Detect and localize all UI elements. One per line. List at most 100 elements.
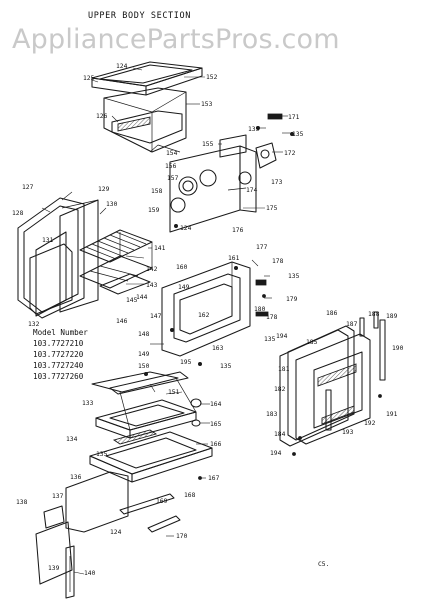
model-number: 103.7727260 xyxy=(33,372,84,381)
watermark: AppliancePartsPros.com xyxy=(12,24,340,55)
part-callout-193: 193 xyxy=(342,429,354,436)
part-callout-135: 135 xyxy=(292,131,304,138)
part-callout-185: 185 xyxy=(306,339,318,346)
part-callout-149: 149 xyxy=(138,351,150,358)
part-callout-195: 195 xyxy=(180,359,192,366)
top-vent-assembly xyxy=(91,61,203,153)
part-callout-152: 152 xyxy=(206,74,218,81)
part-callout-138: 138 xyxy=(16,499,28,506)
parts-drawing xyxy=(17,61,386,599)
part-callout-133: 133 xyxy=(82,400,94,407)
part-callout-146: 146 xyxy=(116,318,128,325)
part-callout-165: 165 xyxy=(210,421,222,428)
part-callout-155: 155 xyxy=(202,141,214,148)
part-callout-172: 172 xyxy=(284,150,296,157)
rear-panel-assembly xyxy=(169,145,257,233)
lower-panels xyxy=(35,471,129,599)
part-callout-142: 142 xyxy=(146,266,158,273)
part-callout-143: 143 xyxy=(146,282,158,289)
part-callout-180: 180 xyxy=(254,306,266,313)
model-number: 103.7727220 xyxy=(33,350,84,359)
part-callout-144: 144 xyxy=(136,294,148,301)
part-callout-176: 176 xyxy=(232,227,244,234)
part-callout-194: 194 xyxy=(270,450,282,457)
door-frame-assembly xyxy=(161,261,269,366)
part-callout-169: 169 xyxy=(156,498,168,505)
part-callout-124: 124 xyxy=(116,63,128,70)
part-callout-171: 171 xyxy=(288,114,300,121)
part-callout-135: 135 xyxy=(264,336,276,343)
part-callout-163: 163 xyxy=(212,345,224,352)
part-callout-137: 137 xyxy=(52,493,64,500)
part-callout-135: 135 xyxy=(248,126,260,133)
part-callout-194: 194 xyxy=(276,333,288,340)
part-callout-127: 127 xyxy=(22,184,34,191)
diagram-code: C5. xyxy=(318,561,329,568)
knobs-and-hardware xyxy=(109,371,202,533)
part-callout-164: 164 xyxy=(210,401,222,408)
part-callout-149: 149 xyxy=(178,284,190,291)
door-glass-assembly xyxy=(279,311,386,456)
part-callout-156: 156 xyxy=(165,163,177,170)
part-callout-124: 124 xyxy=(180,225,192,232)
part-callout-192: 192 xyxy=(364,420,376,427)
part-callout-141: 141 xyxy=(154,245,166,252)
part-callout-124: 124 xyxy=(110,529,122,536)
part-callout-130: 130 xyxy=(106,201,118,208)
part-callouts: 1241521251531261541351711351551721561571… xyxy=(12,63,404,577)
part-callout-189: 189 xyxy=(386,313,398,320)
part-callout-178: 178 xyxy=(272,258,284,265)
part-callout-129: 129 xyxy=(98,186,110,193)
vent-brackets xyxy=(219,113,294,169)
part-callout-174: 174 xyxy=(246,187,258,194)
part-callout-173: 173 xyxy=(271,179,283,186)
model-title: Model Number xyxy=(33,328,88,337)
part-callout-177: 177 xyxy=(256,244,268,251)
part-callout-157: 157 xyxy=(167,175,179,182)
part-callout-168: 168 xyxy=(184,492,196,499)
part-callout-145: 145 xyxy=(126,297,138,304)
part-callout-159: 159 xyxy=(148,207,160,214)
part-callout-132: 132 xyxy=(28,321,40,328)
model-number: 103.7727240 xyxy=(33,361,84,370)
part-callout-188: 188 xyxy=(368,311,380,318)
part-callout-186: 186 xyxy=(326,310,338,317)
part-callout-175: 175 xyxy=(266,205,278,212)
part-callout-161: 161 xyxy=(228,255,240,262)
part-callout-170: 170 xyxy=(176,533,188,540)
part-callout-135: 135 xyxy=(220,363,232,370)
part-callout-167: 167 xyxy=(208,475,220,482)
part-callout-135: 135 xyxy=(96,451,108,458)
part-callout-140: 140 xyxy=(84,570,96,577)
part-callout-154: 154 xyxy=(166,150,178,157)
part-callout-190: 190 xyxy=(392,345,404,352)
part-callout-160: 160 xyxy=(176,264,188,271)
part-callout-150: 150 xyxy=(138,363,150,370)
part-callout-179: 179 xyxy=(286,296,298,303)
part-callout-131: 131 xyxy=(42,237,54,244)
part-callout-134: 134 xyxy=(66,436,78,443)
section-title: UPPER BODY SECTION xyxy=(88,11,191,21)
part-callout-126: 126 xyxy=(96,113,108,120)
model-number: 103.7727210 xyxy=(33,339,84,348)
part-callout-151: 151 xyxy=(168,389,180,396)
part-callout-162: 162 xyxy=(198,312,210,319)
part-callout-128: 128 xyxy=(12,210,24,217)
part-callout-183: 183 xyxy=(266,411,278,418)
part-callout-148: 148 xyxy=(138,331,150,338)
oven-liner-assembly xyxy=(17,197,99,319)
part-callout-184: 184 xyxy=(274,431,286,438)
model-number-list: Model Number 103.7727210 103.7727220 103… xyxy=(33,328,88,381)
leader-lines xyxy=(41,67,290,575)
part-callout-147: 147 xyxy=(150,313,162,320)
part-callout-191: 191 xyxy=(386,411,398,418)
part-callout-139: 139 xyxy=(48,565,60,572)
control-panel-assembly xyxy=(89,371,213,483)
part-callout-153: 153 xyxy=(201,101,213,108)
part-callout-187: 187 xyxy=(346,321,358,328)
part-callout-181: 181 xyxy=(278,366,290,373)
part-callout-136: 136 xyxy=(70,474,82,481)
oven-rack xyxy=(79,229,153,295)
part-callout-135: 135 xyxy=(288,273,300,280)
